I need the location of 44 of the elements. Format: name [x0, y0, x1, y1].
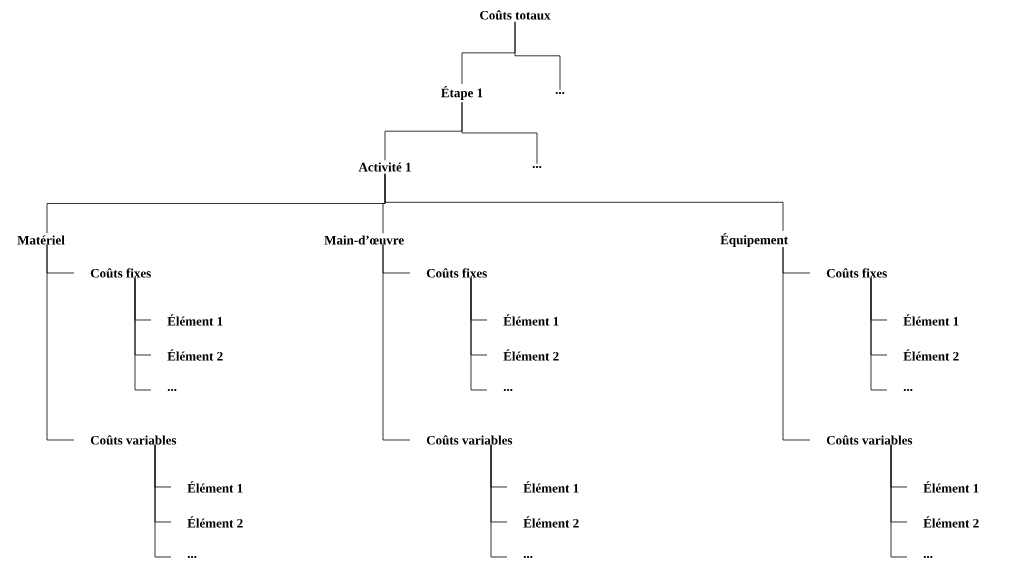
tree-connector — [514, 21, 561, 91]
tree-label: Équipement — [720, 233, 789, 247]
tree-label: ... — [187, 555, 197, 559]
tree-label: ... — [523, 555, 533, 559]
tree-label: Étape 1 — [441, 86, 483, 100]
tree-label: ... — [903, 388, 913, 392]
tree-label: Matériel — [17, 235, 65, 245]
tree-label: Élément 2 — [903, 349, 959, 361]
tree-label: ... — [555, 91, 565, 95]
tree-label: Élément 2 — [167, 349, 223, 361]
tree-connector — [490, 444, 508, 558]
tree-connector — [154, 444, 172, 558]
tree-label: Élément 2 — [503, 349, 559, 361]
tree-label: Élément 1 — [923, 481, 979, 493]
tree-label: ... — [167, 388, 177, 392]
tree-connector — [384, 173, 784, 232]
tree-label: Élément 2 — [187, 516, 243, 528]
tree-label: Élément 2 — [523, 516, 579, 528]
tree-label: Coûts fixes — [90, 268, 151, 278]
tree-label: Élément 1 — [523, 481, 579, 493]
tree-label: Coûts variables — [826, 435, 913, 445]
tree-connector — [782, 246, 811, 441]
tree-label: Élément 1 — [903, 314, 959, 326]
tree-connector — [46, 244, 75, 441]
tree-label: Élément 1 — [503, 314, 559, 326]
tree-connector — [470, 277, 488, 391]
tree-label: ... — [532, 165, 542, 169]
tree-label: Main-d’œuvre — [324, 235, 404, 245]
tree-label: Coûts variables — [90, 435, 177, 445]
tree-label: ... — [923, 555, 933, 559]
tree-label: Coûts fixes — [426, 268, 487, 278]
tree-connector — [890, 444, 908, 558]
tree-connector — [382, 244, 411, 441]
tree-connector — [134, 277, 152, 391]
tree-connector — [461, 101, 538, 165]
tree-label: Élément 1 — [167, 314, 223, 326]
tree-label: Coûts fixes — [826, 268, 887, 278]
tree-label: Élément 2 — [923, 516, 979, 528]
tree-label: Élément 1 — [187, 481, 243, 493]
tree-label: Activité 1 — [358, 162, 411, 172]
tree-connector — [870, 277, 888, 391]
heading-text: Coûts totaux — [480, 10, 551, 20]
tree-label: ... — [503, 388, 513, 392]
tree-label: Coûts variables — [426, 435, 513, 445]
